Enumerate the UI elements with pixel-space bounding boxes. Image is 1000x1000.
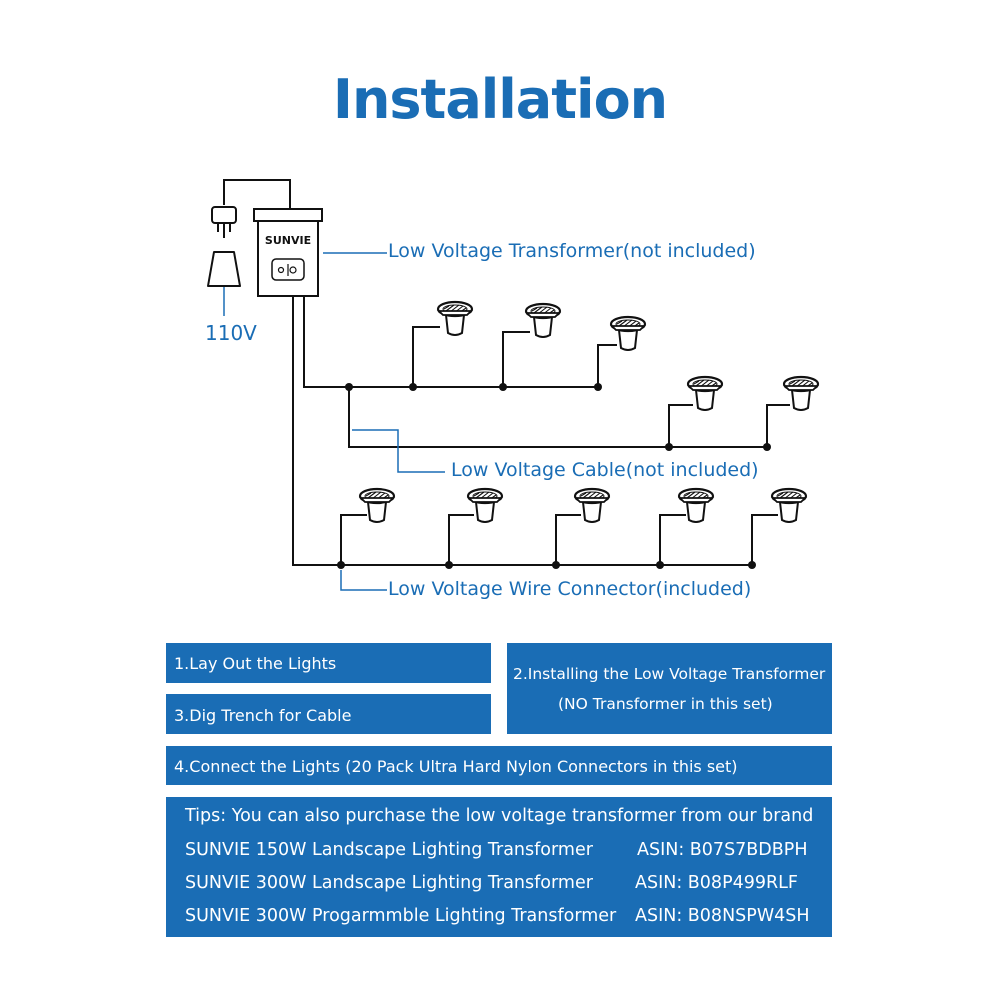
tips-box: Tips: You can also purchase the low volt… [166, 797, 832, 937]
path-light [770, 487, 808, 524]
light-row-3 [340, 514, 778, 565]
outlet-icon [207, 251, 241, 287]
path-light [436, 300, 474, 337]
product-asin: ASIN: B08NSPW4SH [635, 906, 810, 926]
callout-leaders [340, 429, 445, 591]
mains-cord [223, 179, 291, 212]
transformer-icon [253, 208, 323, 297]
page-title: Installation [332, 68, 668, 131]
wiring-diagram: SUNVIE [207, 179, 820, 591]
path-light [358, 487, 396, 524]
tips-heading: Tips: You can also purchase the low volt… [185, 806, 814, 826]
path-light [524, 302, 562, 339]
step-4-box: 4.Connect the Lights (20 Pack Ultra Hard… [166, 746, 832, 785]
step-4-text: 4.Connect the Lights (20 Pack Ultra Hard… [174, 757, 738, 776]
path-light [686, 375, 724, 412]
product-asin: ASIN: B07S7BDBPH [637, 840, 808, 860]
transformer-label: Low Voltage Transformer(not included) [388, 240, 756, 262]
product-asin: ASIN: B08P499RLF [635, 873, 798, 893]
path-light [466, 487, 504, 524]
light-row-2 [668, 404, 790, 447]
wire-connectors [337, 383, 771, 569]
plug-icon [211, 206, 237, 238]
product-name: SUNVIE 150W Landscape Lighting Transform… [185, 840, 593, 860]
light-row-1 [412, 326, 617, 387]
step-3-text: 3.Dig Trench for Cable [174, 706, 352, 725]
product-name: SUNVIE 300W Landscape Lighting Transform… [185, 873, 593, 893]
step-3-box: 3.Dig Trench for Cable [166, 694, 491, 734]
connector-label: Low Voltage Wire Connector(included) [388, 578, 752, 600]
transformer-brand: SUNVIE [265, 234, 311, 247]
step-2-text: 2.Installing the Low Voltage Transformer [513, 665, 826, 683]
step-2-box: 2.Installing the Low Voltage Transformer… [507, 643, 832, 734]
cable-label: Low Voltage Cable(not included) [451, 459, 759, 481]
path-light [677, 487, 715, 524]
step-1-text: 1.Lay Out the Lights [174, 654, 337, 673]
path-light [573, 487, 611, 524]
step-1-box: 1.Lay Out the Lights [166, 643, 491, 683]
voltage-label: 110V [205, 321, 257, 345]
product-name: SUNVIE 300W Progarmmble Lighting Transfo… [185, 906, 617, 926]
step-2-note: (NO Transformer in this set) [558, 695, 773, 713]
